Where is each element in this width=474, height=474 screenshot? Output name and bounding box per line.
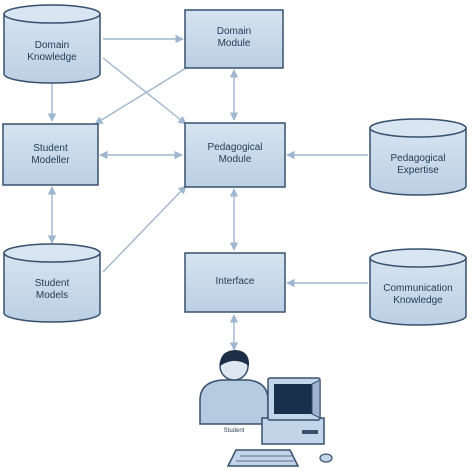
person-icon — [199, 350, 269, 425]
label-student-models: Student Models — [34, 278, 70, 301]
cylinder-student-models — [3, 243, 101, 323]
connectors — [47, 34, 368, 351]
cylinder-domain-knowledge — [3, 4, 101, 84]
label-pedagogical-module: Pedagogical Module — [207, 142, 263, 165]
box-student-modeller — [2, 123, 99, 186]
label-domain-module: Domain Module — [216, 26, 252, 49]
label-student-modeller: Student Modeller — [31, 143, 70, 166]
cylinder-pedagogical-expertise — [369, 118, 467, 196]
label-student: Student — [223, 427, 245, 434]
label-pedagogical-expertise: Pedagogical Expertise — [390, 153, 446, 176]
box-domain-module — [184, 9, 284, 69]
label-domain-knowledge: Domain Knowledge — [27, 40, 77, 63]
label-interface: Interface — [215, 276, 255, 287]
computer-icon — [226, 377, 333, 467]
box-pedagogical-module — [184, 122, 286, 188]
label-communication-knowledge: Communication Knowledge — [383, 283, 453, 306]
arrow-domain-module-to-student-modeller — [94, 67, 187, 125]
cylinder-communication-knowledge — [369, 248, 467, 326]
arrow-domain-knowledge-to-pedagogical-module — [102, 57, 187, 125]
box-interface — [184, 252, 286, 313]
arrow-student-models-to-pedagogical-module — [102, 185, 187, 273]
